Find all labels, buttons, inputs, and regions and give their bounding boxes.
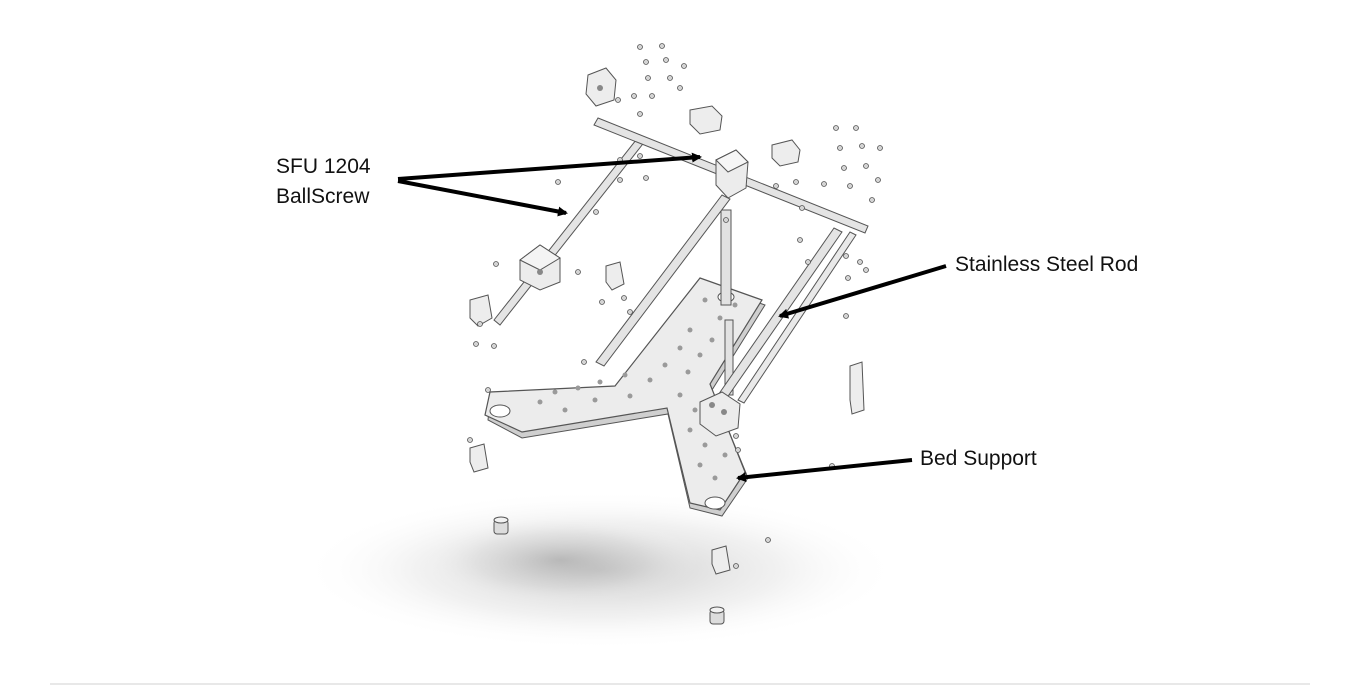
arrow-ballscrew-top — [397, 152, 702, 181]
hardware-screws — [467, 43, 883, 569]
label-bed-support: Bed Support — [920, 447, 1037, 470]
bracket-left-lower — [469, 294, 493, 327]
center-rod — [720, 209, 732, 306]
right-steel-rod-2 — [737, 231, 857, 404]
label-ballscrew-line1: SFU 1204 — [276, 155, 371, 178]
bracket-top-center — [689, 105, 723, 135]
left-steel-rod — [595, 194, 731, 367]
bracket-mid — [605, 261, 625, 291]
bracket-hole-2 — [721, 409, 727, 415]
bracket-bottom-left — [469, 443, 489, 473]
top-ballscrew-nut-top — [715, 149, 749, 173]
label-sfu1204-ballscrew: SFU 1204 BallScrew — [276, 152, 371, 212]
left-nut-hole — [537, 269, 543, 275]
bracket-bottom-center — [711, 545, 731, 575]
label-stainless-steel-rod: Stainless Steel Rod — [955, 253, 1139, 276]
bracket-top-right — [771, 139, 801, 167]
motor-bracket-hole — [597, 85, 603, 91]
arrow-bed-support — [736, 458, 913, 483]
arrow-ballscrew-left — [397, 179, 568, 217]
plate-corner-hole-bottom — [704, 496, 726, 510]
plate-corner-hole-left — [489, 404, 511, 418]
bracket-right-lower — [849, 361, 865, 415]
foot-center — [709, 606, 725, 625]
left-ballscrew-nut-top — [519, 244, 561, 271]
label-ballscrew-line2: BallScrew — [276, 185, 370, 208]
foot-left — [493, 516, 509, 535]
bracket-hole-1 — [709, 402, 715, 408]
bed-support-plate — [484, 277, 763, 511]
arrow-steel-rod — [778, 264, 947, 319]
plate-holes — [537, 297, 738, 481]
ground-shadow-inner — [420, 515, 700, 605]
